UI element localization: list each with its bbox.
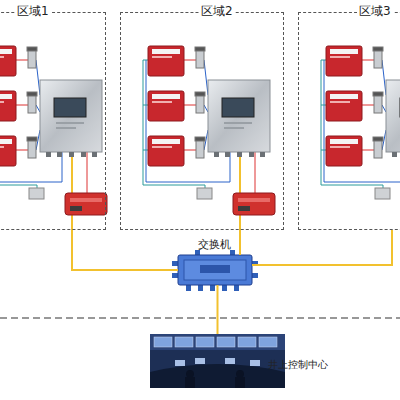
region-heading: 区域2 (199, 4, 235, 18)
node-label: 交换机 (198, 238, 231, 252)
region-heading: 区域1 (15, 4, 51, 18)
cable-connector (239, 230, 241, 255)
cable-connector (217, 285, 219, 334)
cable-connector (252, 230, 392, 265)
control-center: 井上控制中心 (150, 334, 285, 388)
region-box: 区域2 (120, 12, 284, 230)
node-label: 井上控制中心 (268, 358, 328, 372)
region-heading: 区域3 (357, 4, 393, 18)
network-switch: 交换机 (178, 255, 252, 285)
region-box: 区域1 (0, 12, 106, 230)
cable-connector (72, 230, 178, 270)
region-box: 区域3 (298, 12, 400, 230)
